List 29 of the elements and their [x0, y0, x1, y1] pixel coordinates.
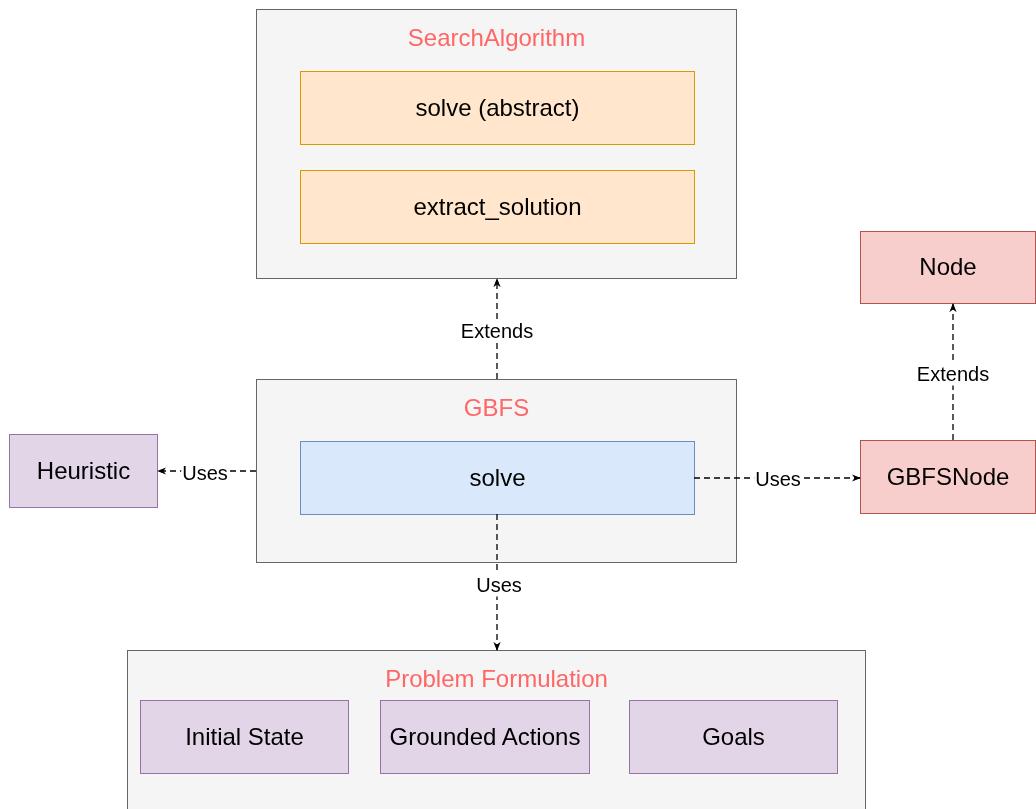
box-label: GBFSNode	[886, 462, 1010, 492]
module-container	[127, 650, 866, 809]
component-box	[140, 700, 349, 774]
dashed-arrow	[493, 513, 501, 651]
box-label: extract_solution	[413, 192, 582, 222]
class-container	[256, 9, 737, 279]
box-label: solve	[469, 463, 526, 493]
box-label: solve (abstract)	[415, 93, 580, 123]
class-box	[9, 434, 158, 508]
component-box	[380, 700, 590, 774]
box-label: Grounded Actions	[389, 722, 581, 752]
class-container	[256, 379, 737, 563]
component-box	[629, 700, 838, 774]
method-box	[300, 441, 695, 515]
method-box	[300, 170, 695, 244]
box-label: Heuristic	[36, 456, 131, 486]
class-box	[860, 231, 1036, 304]
box-label: Goals	[702, 722, 765, 752]
box-label: Node	[919, 253, 977, 282]
container-title: Problem Formulation	[385, 665, 608, 694]
class-box	[860, 440, 1036, 514]
edge-label: Uses	[475, 573, 523, 597]
dashed-arrow	[493, 278, 501, 380]
dashed-arrow	[949, 303, 957, 441]
box-label: Initial State	[185, 722, 304, 752]
method-box	[300, 71, 695, 145]
edge-label: Extends	[915, 362, 991, 386]
container-title: SearchAlgorithm	[407, 24, 586, 53]
container-title: GBFS	[463, 394, 530, 423]
